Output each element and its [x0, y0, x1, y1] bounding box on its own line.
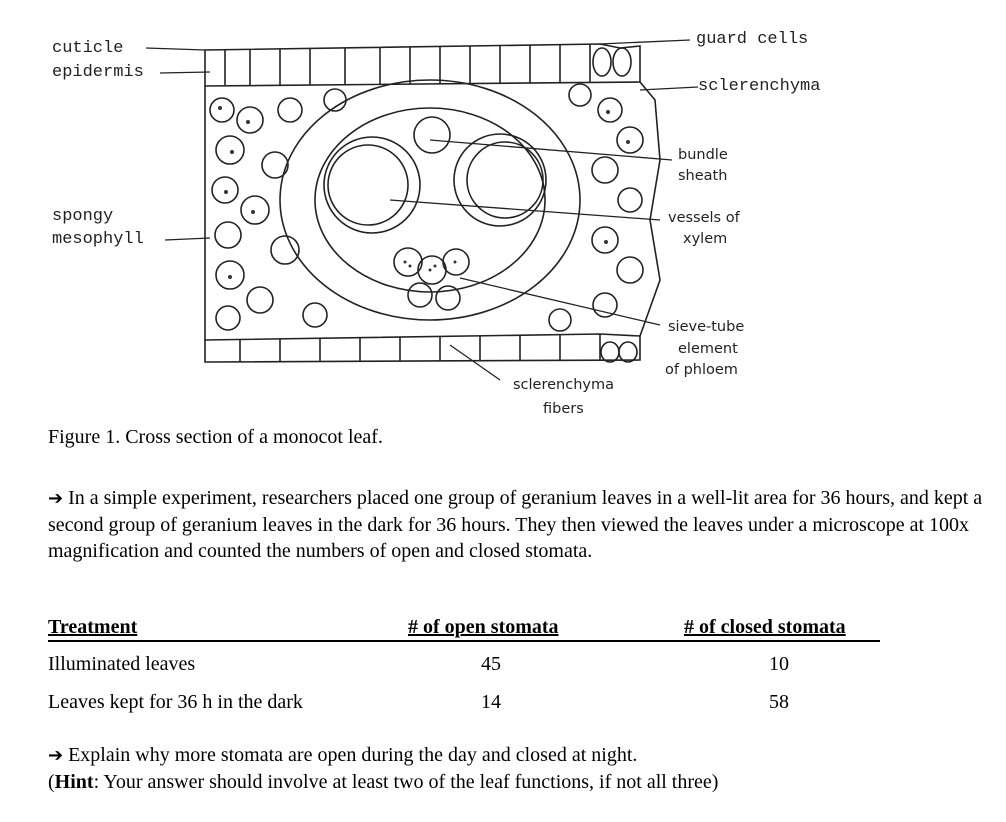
- question-line: ➔ Explain why more stomata are open duri…: [48, 742, 993, 769]
- arrow-icon: ➔: [48, 488, 64, 509]
- label-sclerenchyma: sclerenchyma: [698, 77, 821, 96]
- figure-caption: Figure 1. Cross section of a monocot lea…: [48, 426, 383, 448]
- label-sclerenchyma-fibers-1: sclerenchyma: [513, 377, 614, 393]
- label-sheath: sheath: [678, 168, 728, 184]
- hint-label: Hint: [54, 771, 94, 793]
- label-sclerenchyma-fibers-2: fibers: [543, 401, 584, 417]
- leaf-cross-section-figure: cuticle epidermis spongy mesophyll guard…: [52, 30, 821, 417]
- label-bundle: bundle: [678, 147, 728, 163]
- row-2-closed: 58: [769, 691, 789, 713]
- question-paragraph: ➔ Explain why more stomata are open duri…: [48, 742, 993, 795]
- row-2-treatment: Leaves kept for 36 h in the dark: [48, 691, 303, 713]
- experiment-paragraph: ➔ In a simple experiment, researchers pl…: [48, 485, 993, 564]
- row-1-open: 45: [481, 653, 501, 675]
- row-1-treatment: Illuminated leaves: [48, 653, 196, 675]
- label-xylem: xylem: [683, 231, 728, 247]
- label-sieve-tube: sieve-tube: [668, 319, 745, 335]
- header-treatment: Treatment: [48, 616, 138, 638]
- label-spongy: spongy: [52, 207, 114, 226]
- leaf-diagram: [145, 39, 699, 381]
- header-closed-stomata: # of closed stomata: [684, 616, 846, 638]
- label-of-phloem: of phloem: [665, 362, 738, 378]
- hint-open-paren: (: [48, 771, 55, 793]
- arrow-icon: ➔: [48, 745, 64, 766]
- question-text: Explain why more stomata are open during…: [68, 744, 638, 766]
- experiment-text: In a simple experiment, researchers plac…: [48, 487, 983, 562]
- header-open-stomata: # of open stomata: [408, 616, 559, 638]
- hint-line: (Hint: Your answer should involve at lea…: [48, 769, 993, 795]
- row-2-open: 14: [481, 691, 501, 713]
- label-guard-cells: guard cells: [696, 30, 809, 49]
- label-cuticle: cuticle: [52, 39, 124, 58]
- label-vessels-of: vessels of: [668, 210, 740, 226]
- row-1-closed: 10: [769, 653, 789, 675]
- hint-text: : Your answer should involve at least tw…: [93, 771, 719, 793]
- label-mesophyll: mesophyll: [52, 230, 144, 249]
- header-rule: [48, 640, 880, 642]
- label-element: element: [678, 341, 738, 357]
- label-epidermis: epidermis: [52, 63, 144, 82]
